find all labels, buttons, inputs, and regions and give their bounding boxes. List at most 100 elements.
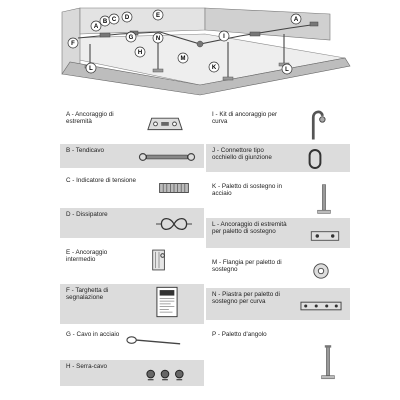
component-code: K	[212, 183, 217, 190]
component-code: F	[66, 287, 70, 294]
component-legend: A - Ancoraggio di estremità B - Tendicavo…	[60, 108, 350, 398]
callout-circle	[218, 30, 230, 42]
component-code: B	[66, 147, 71, 154]
legend-row-f: F - Targhetta di segnalazione	[60, 284, 204, 324]
component-name: Paletto d'angolo	[221, 331, 267, 338]
steel-post-icon	[316, 180, 332, 220]
component-code: I	[212, 111, 214, 118]
legend-label: M - Flangia per paletto di sostegno	[212, 259, 282, 274]
component-code: L	[212, 221, 216, 228]
callout-circle	[208, 61, 220, 73]
component-code: N	[212, 291, 217, 298]
callout-letter: I	[223, 34, 225, 40]
component-code: G	[66, 331, 71, 338]
callout-circle	[152, 9, 164, 21]
component-name: Cavo in acciaio	[76, 331, 120, 338]
callout-letter: L	[285, 67, 289, 73]
legend-label: E - Ancoraggio intermedio	[66, 249, 108, 264]
callout-circle	[67, 37, 79, 49]
legend-label: F - Targhetta di segnalazione	[66, 287, 109, 302]
legend-label: H - Serra-cavo	[66, 363, 107, 370]
component-code: J	[212, 147, 216, 154]
legend-row-m: M - Flangia per paletto di sostegno	[206, 256, 350, 284]
legend-row-e: E - Ancoraggio intermedio	[60, 246, 204, 280]
legend-row-n: N - Piastra per paletto di sostegno per …	[206, 288, 350, 320]
callout-circle	[125, 31, 137, 43]
legend-label: G - Cavo in acciaio	[66, 331, 120, 338]
energy-absorber-icon	[156, 214, 192, 236]
legend-row-k: K - Paletto di sostegno in acciaio	[206, 180, 350, 214]
component-code: P	[212, 331, 217, 338]
callout-letter: A	[294, 17, 299, 23]
callout-circle	[121, 11, 133, 23]
sign-plate-icon	[156, 286, 178, 320]
component-name: Piastra per paletto di sostegno per curv…	[212, 291, 280, 306]
component-name: Paletto di sostegno in acciaio	[212, 183, 283, 198]
component-name: Ancoraggio intermedio	[66, 249, 108, 264]
component-name: Connettore tipo occhiello di giunzione	[212, 147, 272, 162]
component-name: Ancoraggio di estremità	[66, 111, 114, 126]
legend-label: J - Connettore tipo occhiello di giunzio…	[212, 147, 272, 162]
legend-label: P - Paletto d'angolo	[212, 331, 267, 338]
component-code: E	[66, 249, 71, 256]
eyelet-connector-icon	[306, 148, 324, 172]
legend-row-j: J - Connettore tipo occhiello di giunzio…	[206, 144, 350, 172]
legend-label: L - Ancoraggio di estremità per paletto …	[212, 221, 287, 236]
callout-circle	[108, 13, 120, 25]
component-code: C	[66, 177, 71, 184]
component-code: H	[66, 363, 71, 370]
legend-label: A - Ancoraggio di estremità	[66, 111, 114, 126]
callout-letter: L	[89, 66, 93, 72]
callout-letter: E	[156, 13, 160, 19]
component-name: Ancoraggio di estremità per paletto di s…	[212, 221, 287, 236]
legend-row-g: G - Cavo in acciaio	[60, 328, 204, 354]
component-name: Kit di ancoraggio per curva	[212, 111, 278, 126]
curve-post-plate-icon	[300, 300, 342, 314]
legend-label: K - Paletto di sostegno in acciaio	[212, 183, 283, 198]
component-code: A	[66, 111, 70, 118]
callout-circle	[85, 62, 97, 74]
legend-label: B - Tendicavo	[66, 147, 105, 154]
callout-circle	[177, 52, 189, 64]
callout-letter: B	[103, 19, 108, 25]
legend-row-h: H - Serra-cavo	[60, 360, 204, 386]
component-name: Tendicavo	[75, 147, 105, 154]
legend-row-i: I - Kit di ancoraggio per curva	[206, 108, 350, 140]
legend-label: D - Dissipatore	[66, 211, 108, 218]
legend-row-l: L - Ancoraggio di estremità per paletto …	[206, 218, 350, 248]
legend-row-d: D - Dissipatore	[60, 208, 204, 238]
legend-row-b: B - Tendicavo	[60, 144, 204, 168]
legend-row-p: P - Paletto d'angolo	[206, 328, 350, 388]
callout-letter: H	[138, 50, 142, 56]
legend-label: I - Kit di ancoraggio per curva	[212, 111, 278, 126]
component-code: D	[66, 211, 71, 218]
component-name: Serra-cavo	[76, 363, 107, 370]
tension-indicator-icon	[156, 180, 192, 198]
callout-circle	[281, 63, 293, 75]
legend-label: N - Piastra per paletto di sostegno per …	[212, 291, 280, 306]
component-name: Targhetta di segnalazione	[66, 287, 109, 302]
component-name: Flangia per paletto di sostegno	[212, 259, 282, 274]
post-flange-icon	[312, 262, 330, 282]
callout-letter: G	[129, 35, 134, 41]
legend-label: C - Indicatore di tensione	[66, 177, 137, 184]
cable-clamp-icon	[144, 366, 186, 386]
corner-post-icon	[320, 340, 336, 386]
callout-letter: F	[71, 41, 75, 47]
component-name: Dissipatore	[76, 211, 108, 218]
callout-letter: K	[212, 65, 217, 71]
callout-circle	[90, 20, 102, 32]
steel-cable-icon	[126, 334, 182, 350]
callout-letter: N	[156, 36, 160, 42]
component-code: M	[212, 259, 218, 266]
component-name: Indicatore di tensione	[76, 177, 137, 184]
callout-letter: D	[125, 15, 130, 21]
intermediate-anchor-icon	[150, 246, 168, 276]
post-end-anchor-icon	[310, 230, 340, 244]
legend-row-c: C - Indicatore di tensione	[60, 174, 204, 200]
end-anchor-plate-icon	[146, 112, 184, 134]
legend-row-a: A - Ancoraggio di estremità	[60, 108, 204, 136]
roof-edge	[61, 57, 351, 96]
